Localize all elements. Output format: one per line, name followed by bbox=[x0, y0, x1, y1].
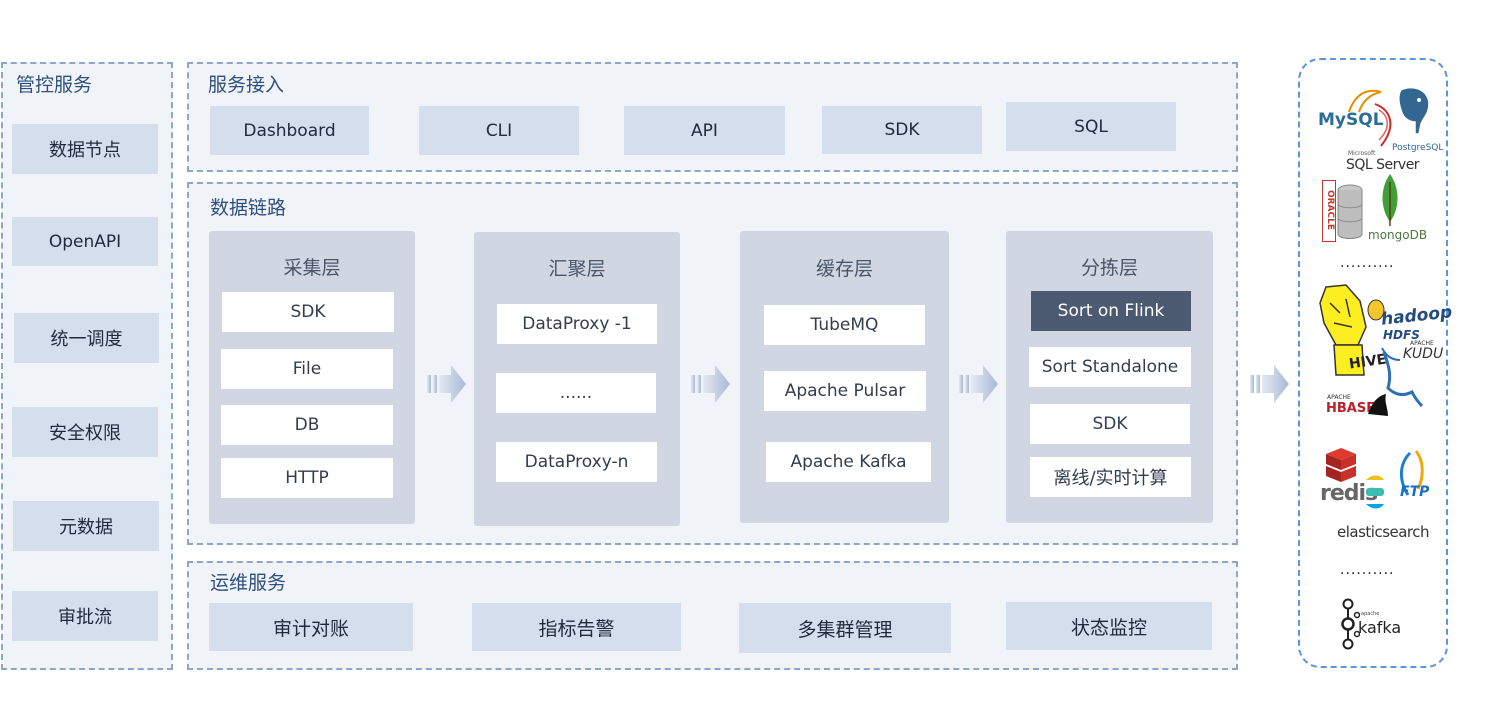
oracle-label: ORACLE bbox=[1325, 189, 1335, 231]
aggregation-item-ellipsis: ...... bbox=[496, 373, 656, 413]
hbase-small-label: APACHE bbox=[1327, 394, 1351, 401]
layer-cache-title: 缓存层 bbox=[815, 258, 873, 280]
aggregation-item-dataproxy-1[interactable]: DataProxy -1 bbox=[497, 304, 657, 344]
ellipsis-2: .......... bbox=[1340, 562, 1395, 578]
sort-item-sdk[interactable]: SDK bbox=[1030, 404, 1190, 444]
kafka-icon bbox=[1341, 598, 1360, 650]
management-item-security[interactable]: 安全权限 bbox=[12, 407, 158, 457]
kudu-small-label: APACHE bbox=[1410, 340, 1434, 347]
cache-item-tubemq[interactable]: TubeMQ bbox=[764, 305, 925, 345]
elasticsearch-label: elasticsearch bbox=[1337, 523, 1430, 541]
layer-sort-title: 分拣层 bbox=[1080, 257, 1138, 279]
ftp-label: FTP bbox=[1400, 484, 1430, 500]
access-item-sql[interactable]: SQL bbox=[1006, 102, 1176, 151]
postgresql-elephant-icon bbox=[1397, 86, 1430, 135]
oracle-logo: ORACLE bbox=[1322, 180, 1336, 242]
management-item-metadata[interactable]: 元数据 bbox=[13, 501, 159, 551]
sqlserver-label: SQL Server bbox=[1346, 157, 1420, 173]
targets-panel bbox=[1298, 58, 1448, 668]
mongodb-leaf-icon bbox=[1382, 174, 1398, 226]
kafka-label: kafka bbox=[1358, 618, 1402, 637]
kudu-label: KUDU bbox=[1403, 346, 1444, 362]
ops-item-multicluster[interactable]: 多集群管理 bbox=[739, 603, 951, 653]
collection-item-sdk[interactable]: SDK bbox=[222, 292, 394, 332]
mysql-label: MySQL bbox=[1318, 110, 1384, 130]
ops-title: 运维服务 bbox=[210, 572, 287, 594]
pipeline-title: 数据链路 bbox=[210, 197, 287, 219]
redis-cube-icon bbox=[1326, 448, 1356, 482]
sort-item-compute[interactable]: 离线/实时计算 bbox=[1030, 457, 1191, 497]
sqlserver-icon bbox=[1374, 103, 1392, 147]
access-title: 服务接入 bbox=[208, 74, 285, 96]
kafka-small-label: apache bbox=[1361, 611, 1380, 617]
management-item-approval[interactable]: 审批流 bbox=[12, 591, 158, 641]
ops-item-alert[interactable]: 指标告警 bbox=[472, 603, 681, 651]
hadoop-elephant-icon bbox=[1367, 299, 1385, 321]
arrow-right-icon bbox=[1250, 365, 1289, 403]
layer-collection-title: 采集层 bbox=[283, 257, 341, 279]
kudu-antelope-icon bbox=[1381, 347, 1424, 408]
postgresql-label: PostgreSQL bbox=[1392, 143, 1444, 153]
cache-item-kafka[interactable]: Apache Kafka bbox=[766, 442, 931, 482]
cache-item-pulsar[interactable]: Apache Pulsar bbox=[764, 371, 926, 411]
hive-bee-icon bbox=[1319, 284, 1367, 376]
layer-aggregation-title: 汇聚层 bbox=[548, 258, 606, 280]
hdfs-label: HDFS bbox=[1383, 328, 1420, 342]
access-item-cli[interactable]: CLI bbox=[419, 106, 579, 155]
arrow-right-icon bbox=[691, 365, 730, 403]
hbase-label: HBASE bbox=[1326, 401, 1376, 416]
management-item-data-node[interactable]: 数据节点 bbox=[12, 124, 158, 174]
access-item-api[interactable]: API bbox=[624, 106, 785, 155]
ftp-globe-icon bbox=[1400, 450, 1424, 496]
ellipsis-1: .......... bbox=[1340, 255, 1395, 271]
management-item-openapi[interactable]: OpenAPI bbox=[12, 217, 158, 266]
sqlserver-small-label: Microsoft bbox=[1348, 150, 1376, 157]
access-item-dashboard[interactable]: Dashboard bbox=[210, 106, 369, 155]
access-item-sdk[interactable]: SDK bbox=[822, 106, 982, 154]
mysql-logo: MySQL bbox=[1318, 110, 1384, 130]
arrow-right-icon bbox=[427, 365, 466, 403]
elasticsearch-icon bbox=[1366, 475, 1384, 509]
ops-item-monitor[interactable]: 状态监控 bbox=[1006, 602, 1212, 650]
collection-item-file[interactable]: File bbox=[221, 349, 393, 389]
aggregation-item-dataproxy-n[interactable]: DataProxy-n bbox=[496, 442, 657, 482]
management-item-scheduling[interactable]: 统一调度 bbox=[14, 313, 159, 363]
ops-item-audit[interactable]: 审计对账 bbox=[209, 603, 413, 651]
management-title: 管控服务 bbox=[16, 74, 93, 96]
dolphin-icon bbox=[1348, 89, 1382, 113]
hbase-orca-icon bbox=[1368, 394, 1388, 416]
mongodb-label: mongoDB bbox=[1368, 228, 1428, 242]
sort-item-flink[interactable]: Sort on Flink bbox=[1031, 291, 1191, 331]
database-icon bbox=[1337, 184, 1363, 239]
sort-item-standalone[interactable]: Sort Standalone bbox=[1029, 347, 1191, 387]
collection-item-http[interactable]: HTTP bbox=[221, 458, 393, 498]
collection-item-db[interactable]: DB bbox=[221, 405, 393, 445]
arrow-right-icon bbox=[959, 365, 998, 403]
